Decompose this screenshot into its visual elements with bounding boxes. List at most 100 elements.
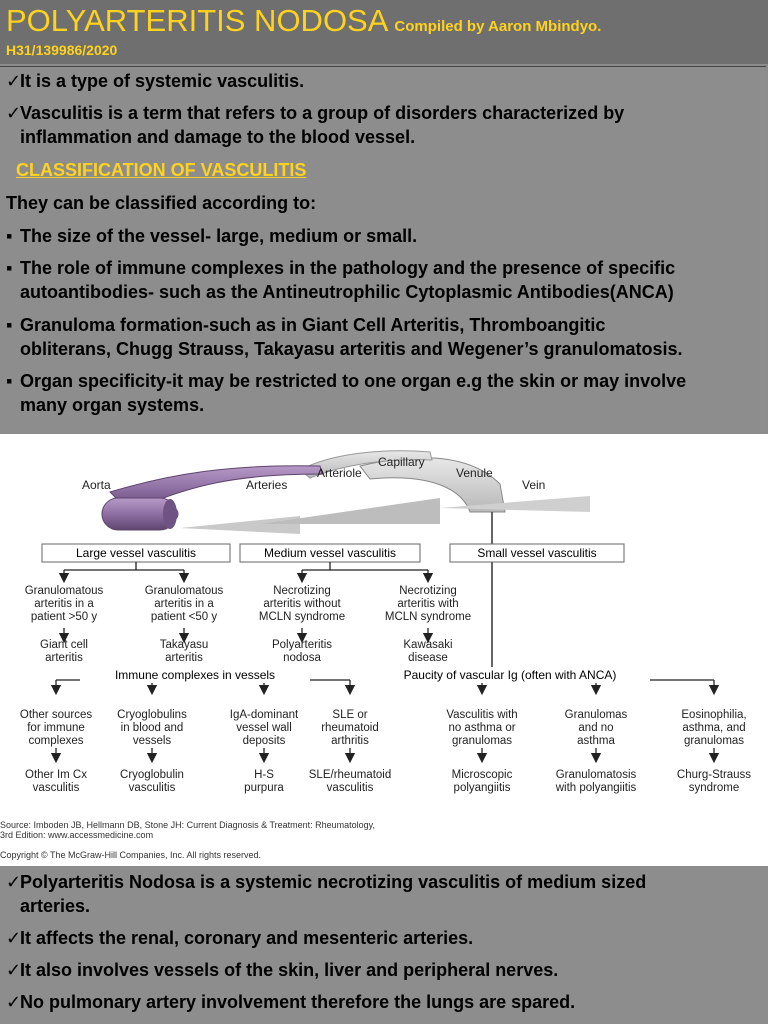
small-vessel-box: [449, 543, 625, 563]
registration-number: H31/139986/2020: [6, 42, 118, 58]
intro-item-2: ✓Vasculitis is a term that refers to a g…: [6, 101, 756, 125]
size-criteria-text: MCLN syndrome: [259, 611, 345, 623]
bullet-text: Granuloma formation-such as in Giant Cel…: [20, 315, 606, 335]
small-criteria-text: Vasculitis with: [446, 709, 517, 721]
summary-item: ✓Polyarteritis Nodosa is a systemic necr…: [6, 870, 758, 894]
venule-label: Venule: [456, 466, 493, 480]
small-criteria-text: granulomas: [452, 735, 512, 747]
summary-item: ✓It also involves vessels of the skin, l…: [6, 958, 758, 982]
check-mark-icon: ✓: [6, 872, 22, 892]
bullet-item-cont: many organ systems.: [20, 395, 205, 415]
small-criteria-text: no asthma or: [448, 722, 515, 734]
vasculitis-result-text: arteritis: [165, 652, 203, 664]
vasculitis-result-text: Microscopic: [452, 769, 513, 781]
summary-item: ✓It affects the renal, coronary and mese…: [6, 926, 758, 950]
square-bullet-icon: ▪: [6, 226, 13, 246]
vasculitis-result-text: purpura: [244, 782, 284, 794]
medium-vessel-label: Medium vessel vasculitis: [264, 546, 396, 560]
size-criteria-text: arteritis in a: [34, 598, 94, 610]
intro-text-2: Vasculitis is a term that refers to a gr…: [20, 103, 625, 123]
size-criteria-text: Granulomatous: [145, 585, 224, 597]
small-criteria-text: Granulomas: [565, 709, 628, 721]
small-criteria-text: in blood and: [121, 722, 184, 734]
vasculitis-result-text: Churg-Strauss: [677, 769, 751, 781]
vasculitis-result-text: vasculitis: [327, 782, 374, 794]
small-criteria-text: arthritis: [331, 735, 369, 747]
small-criteria-text: IgA-dominant: [230, 709, 299, 721]
summary-text: Polyarteritis Nodosa is a systemic necro…: [20, 872, 647, 892]
vasculitis-result-text: Polyarteritis: [272, 639, 332, 651]
intro-item-1: ✓It is a type of systemic vasculitis.: [6, 69, 756, 93]
intro-text-1: It is a type of systemic vasculitis.: [20, 71, 305, 91]
vasculitis-result-text: disease: [408, 652, 448, 664]
intro-text-3: inflammation and damage to the blood ves…: [20, 127, 416, 147]
small-criteria-text: SLE or: [332, 709, 367, 721]
vasculitis-result-text: SLE/rheumatoid: [309, 769, 391, 781]
size-criteria-text: Necrotizing: [273, 585, 331, 597]
bullet-item-cont: autoantibodies- such as the Antineutroph…: [20, 282, 674, 302]
size-criteria-text: Granulomatous: [25, 585, 104, 597]
arteries-label: Arteries: [246, 478, 287, 492]
vasculitis-result-text: vasculitis: [129, 782, 176, 794]
size-criteria-text: patient >50 y: [31, 611, 97, 623]
lead-in: They can be classified according to:: [6, 193, 317, 213]
check-mark-icon: ✓: [6, 103, 22, 123]
classification-diagram: Aorta Arteries Arteriole Capillary Venul…: [0, 450, 751, 860]
copyright-line: Copyright © The McGraw-Hill Companies, I…: [0, 850, 261, 860]
title-text: POLYARTERITIS NODOSA: [6, 3, 389, 38]
vasculitis-result-text: Cryoglobulin: [120, 769, 184, 781]
small-criteria-text: rheumatoid: [321, 722, 379, 734]
square-bullet-icon: ▪: [6, 371, 13, 391]
small-criteria-text: deposits: [243, 735, 286, 747]
vasculitis-result-text: arteritis: [45, 652, 83, 664]
aorta-label: Aorta: [82, 478, 111, 492]
paucity-label: Paucity of vascular Ig (often with ANCA): [404, 668, 617, 682]
vasculitis-classification-figure: Aorta Arteries Arteriole Capillary Venul…: [0, 434, 768, 866]
capillary-label: Capillary: [378, 455, 425, 469]
intro-panel: ✓It is a type of systemic vasculitis. ✓V…: [0, 66, 766, 435]
vasculitis-result-text: vasculitis: [33, 782, 80, 794]
size-criteria-text: arteritis without: [263, 598, 341, 610]
check-mark-icon: ✓: [6, 960, 22, 980]
bullet-item-cont: obliterans, Chugg Strauss, Takayasu arte…: [20, 339, 683, 359]
vasculitis-result-text: Kawasaki: [403, 639, 452, 651]
square-bullet-icon: ▪: [6, 258, 13, 278]
bullet-text: The role of immune complexes in the path…: [20, 258, 676, 278]
intro-item-2-cont: inflammation and damage to the blood ves…: [6, 125, 756, 149]
size-criteria-text: patient <50 y: [151, 611, 217, 623]
small-criteria-text: Other sources: [20, 709, 92, 721]
size-criteria-text: arteritis in a: [154, 598, 214, 610]
size-connectors: [58, 562, 434, 644]
vasculitis-result-text: Giant cell: [40, 639, 88, 651]
small-criteria-text: Eosinophilia,: [681, 709, 746, 721]
small-criteria-text: vessels: [133, 735, 172, 747]
small-criteria-text: vessel wall: [236, 722, 292, 734]
source-line-2: 3rd Edition: www.accessmedicine.com: [0, 830, 153, 840]
small-criteria-text: granulomas: [684, 735, 744, 747]
small-criteria-text: Cryoglobulins: [117, 709, 187, 721]
vasculitis-result-text: with polyangiitis: [555, 782, 637, 794]
bullet-item: ▪Organ specificity-it may be restricted …: [6, 369, 756, 393]
aorta-opening: [163, 499, 177, 529]
bullet-text: The size of the vessel- large, medium or…: [20, 226, 418, 246]
paucity-label-bg: [370, 667, 650, 683]
title-bar: POLYARTERITIS NODOSA Compiled by Aaron Mb…: [0, 0, 768, 64]
bullet-item: ▪ Granuloma formation-such as in Giant Ce…: [6, 313, 756, 337]
vasculitis-result-text: Takayasu: [160, 639, 209, 651]
vasculitis-result-text: H-S: [254, 769, 274, 781]
small-vessel-label: Small vessel vasculitis: [477, 546, 596, 560]
small-criteria-text: asthma, and: [682, 722, 745, 734]
summary-item-cont: arteries.: [20, 896, 91, 916]
small-criteria-text: and no: [578, 722, 613, 734]
square-bullet-icon: ▪: [6, 315, 13, 335]
size-criteria-text: Necrotizing: [399, 585, 457, 597]
vasculitis-result-text: syndrome: [689, 782, 740, 794]
summary-panel: ✓Polyarteritis Nodosa is a systemic necr…: [0, 866, 768, 1024]
summary-text: No pulmonary artery involvement therefor…: [20, 992, 576, 1012]
capillary-shape: [299, 450, 433, 479]
section-heading: CLASSIFICATION OF VASCULITIS: [16, 160, 307, 180]
source-line-1: Source: Imboden JB, Hellmann DB, Stone J…: [0, 820, 375, 830]
compiled-by: Compiled by Aaron Mbindyo.: [394, 18, 602, 35]
summary-text: It affects the renal, coronary and mesen…: [20, 928, 474, 948]
